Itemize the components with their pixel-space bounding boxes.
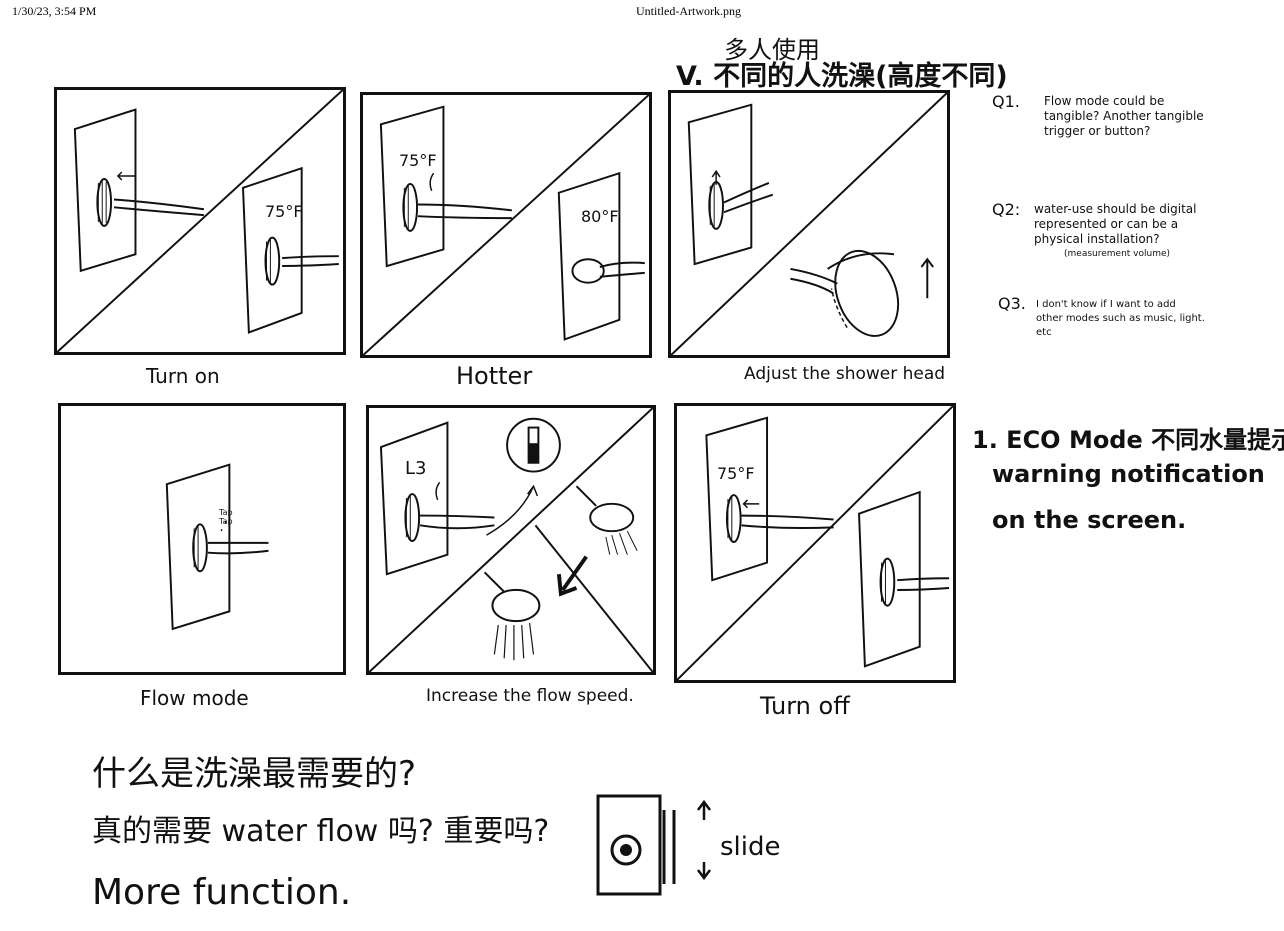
panel-temp: 75°F: [717, 464, 755, 483]
question-line: Flow mode could be: [1044, 94, 1204, 109]
storyboard-panel-adjust-shower-head: [668, 90, 950, 358]
panel-temp: 75°F: [265, 202, 303, 221]
caption-increase-flow-speed: Increase the flow speed.: [426, 686, 634, 706]
flow-level-label: L3: [405, 458, 426, 479]
storyboard-panel-turn-off: 75°F: [674, 403, 956, 683]
eco-note-line1: 1. ECO Mode 不同水量提示: [972, 420, 1284, 455]
question-line: water-use should be digital: [1034, 202, 1197, 217]
tap-tap-label: Tap Tap: [219, 508, 239, 526]
slide-label: slide: [720, 832, 781, 862]
caption-turn-off: Turn off: [760, 692, 850, 720]
question-2: Q2: water-use should be digital represen…: [992, 202, 1020, 219]
panel-temp-before: 75°F: [399, 151, 437, 170]
question-line: I don't know if I want to add: [1036, 298, 1205, 312]
storyboard-panel-turn-on: 75°F: [54, 87, 346, 355]
print-filename: Untitled-Artwork.png: [636, 4, 741, 19]
top-note-line2: V. 不同的人洗澡(高度不同): [676, 54, 1008, 93]
question-line: physical installation?: [1034, 232, 1197, 247]
panel-sketch: [61, 406, 343, 672]
question-line: etc: [1036, 326, 1205, 340]
storyboard-panel-hotter: 75°F 80°F: [360, 92, 652, 358]
bottom-note-line3: More function.: [92, 872, 351, 913]
panel-sketch: [57, 90, 343, 352]
question-3: Q3. I don't know if I want to add other …: [998, 296, 1026, 313]
bottom-note-line1: 什么是洗澡最需要的?: [92, 746, 416, 795]
question-line: tangible? Another tangible: [1044, 109, 1204, 124]
question-number: Q1.: [992, 92, 1020, 111]
slide-device-sketch: [590, 790, 720, 900]
panel-temp-after: 80°F: [581, 207, 619, 226]
storyboard-panel-flow-mode: Tap Tap: [58, 403, 346, 675]
question-line: represented or can be a: [1034, 217, 1197, 232]
question-line: (measurement volume): [1034, 247, 1197, 262]
caption-flow-mode: Flow mode: [140, 686, 249, 710]
caption-turn-on: Turn on: [146, 364, 220, 388]
eco-note-line2: warning notification: [992, 460, 1265, 488]
question-1: Q1. Flow mode could be tangible? Another…: [992, 94, 1020, 111]
eco-note-line3: on the screen.: [992, 506, 1186, 534]
storyboard-panel-increase-flow-speed: L3: [366, 405, 656, 675]
panel-sketch: [369, 408, 653, 672]
panel-sketch: [677, 406, 953, 680]
caption-hotter: Hotter: [456, 362, 532, 390]
print-timestamp: 1/30/23, 3:54 PM: [12, 4, 96, 19]
question-number: Q3.: [998, 294, 1026, 313]
caption-adjust-shower-head: Adjust the shower head: [744, 364, 945, 384]
question-line: other modes such as music, light.: [1036, 312, 1205, 326]
question-line: trigger or button?: [1044, 124, 1204, 139]
panel-sketch: [671, 93, 947, 355]
bottom-note-line2: 真的需要 water flow 吗? 重要吗?: [92, 806, 549, 850]
question-number: Q2:: [992, 200, 1020, 219]
